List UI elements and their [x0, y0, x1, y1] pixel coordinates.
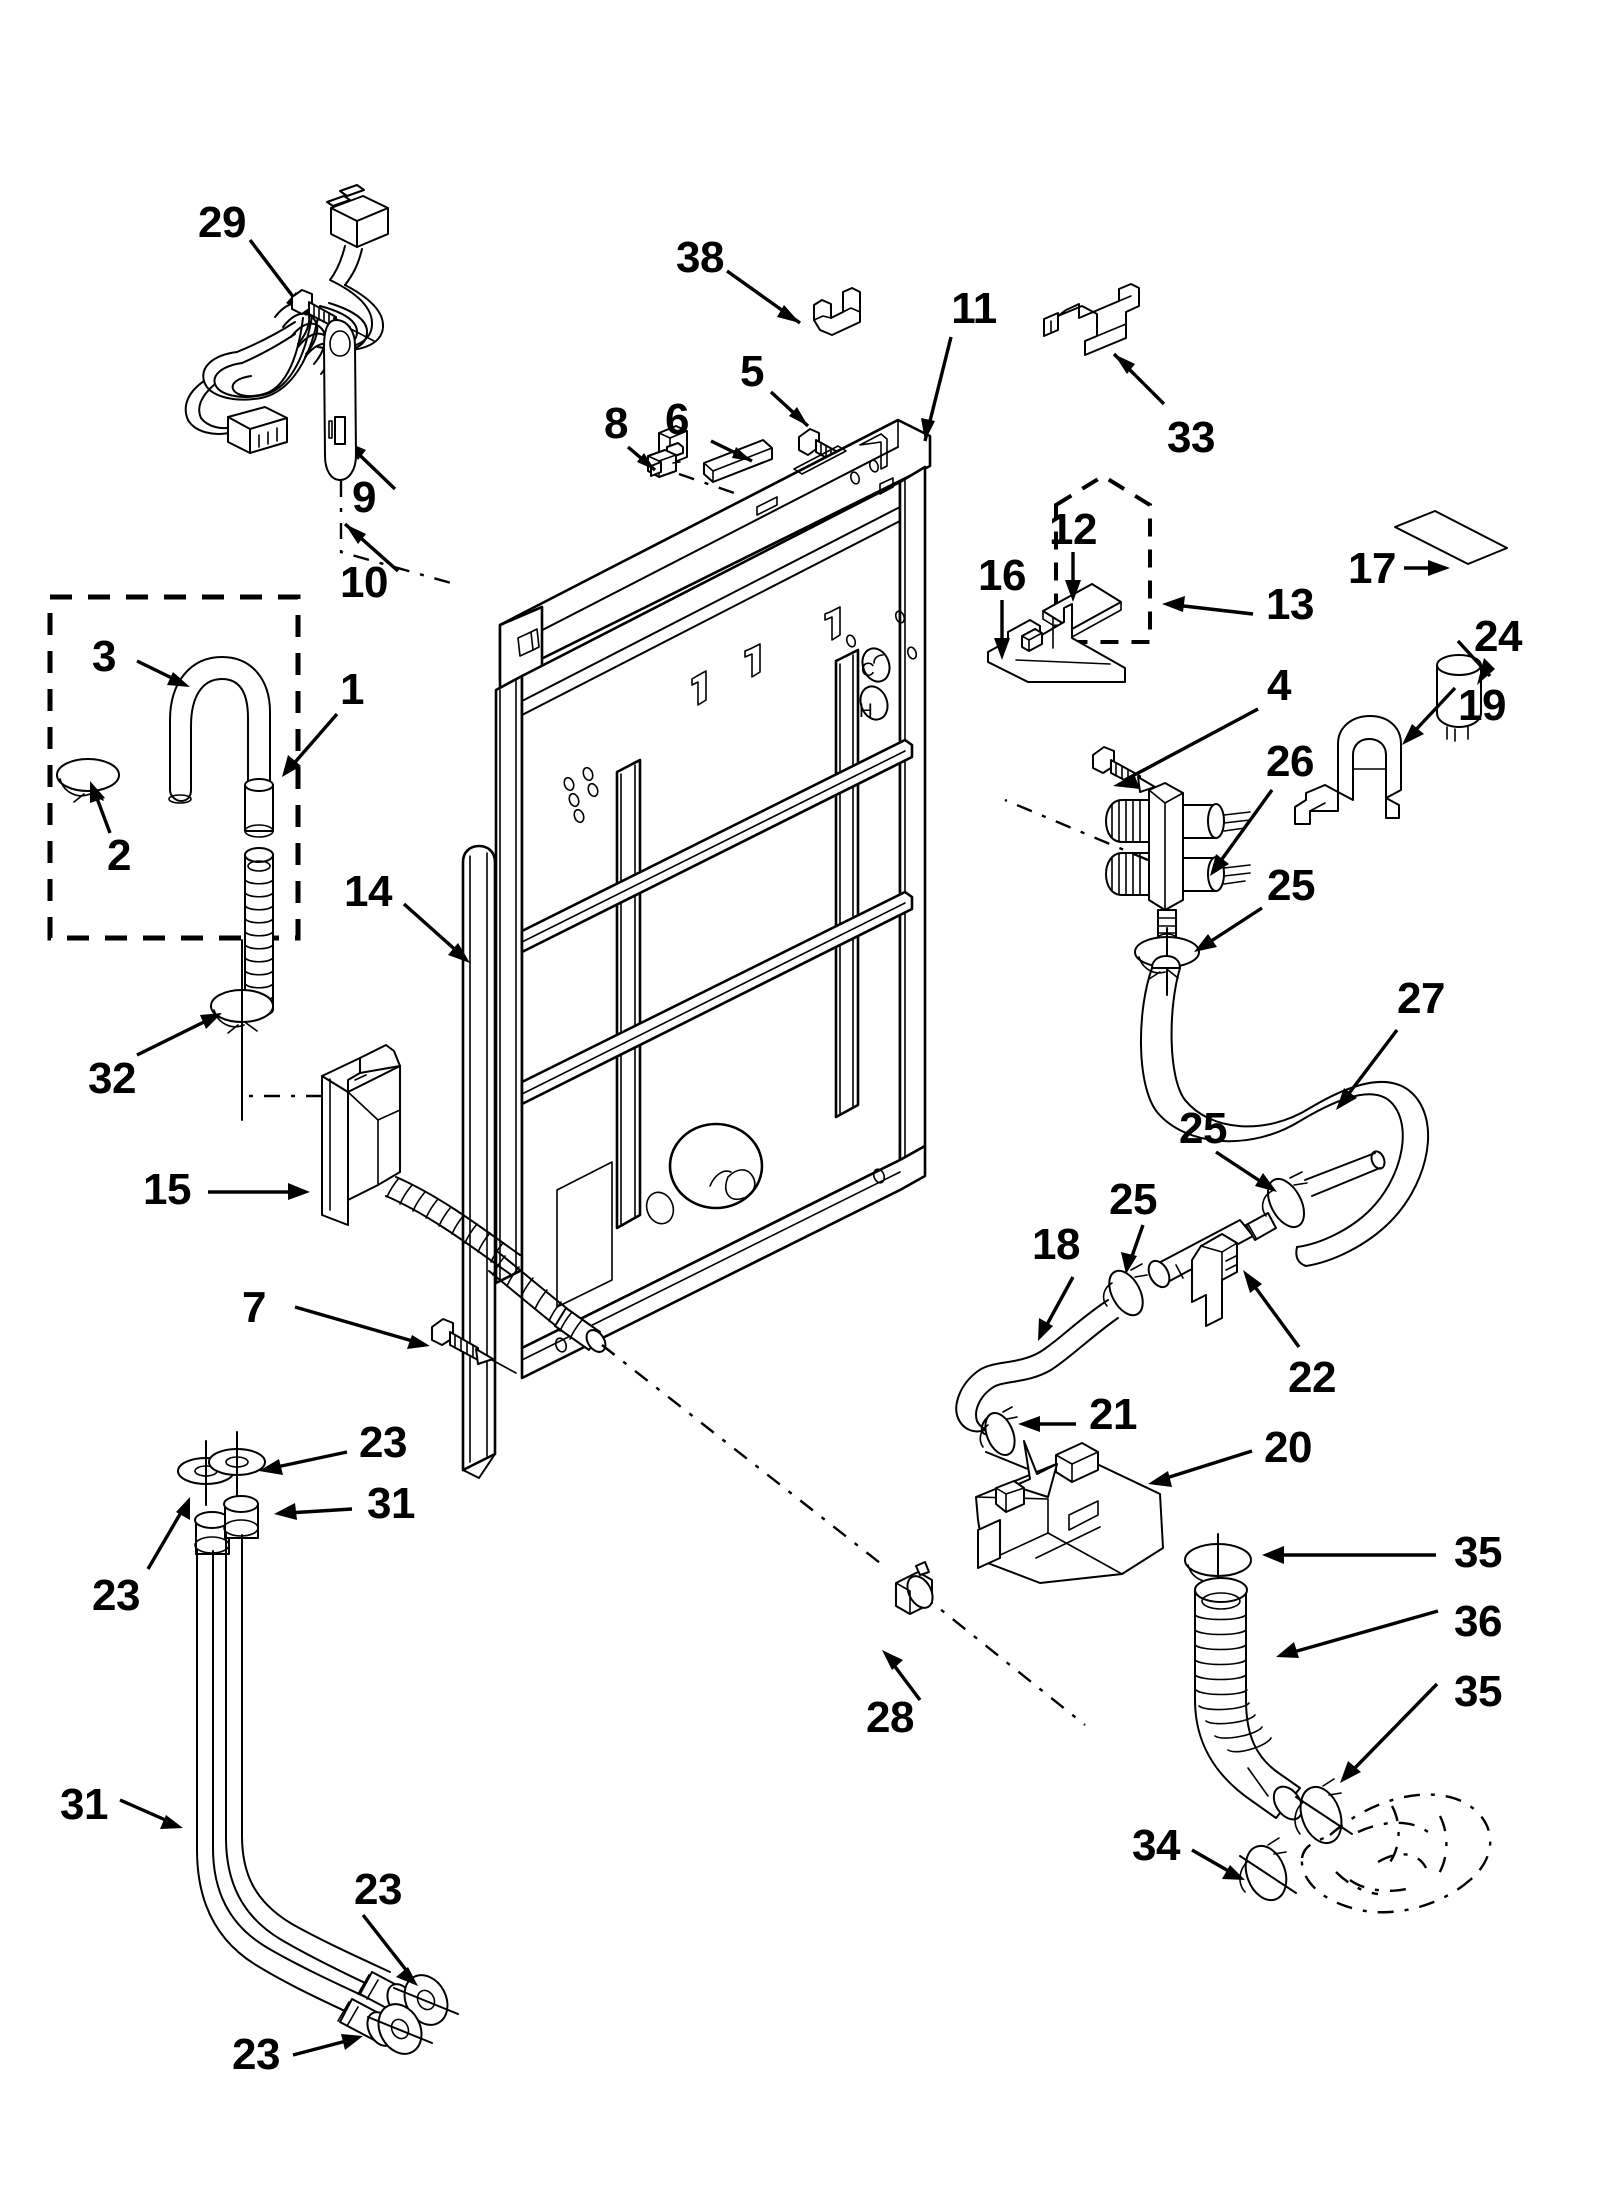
part-26-water-inlet-valve [1004, 782, 1274, 943]
part-38-retainer-clip [726, 269, 861, 336]
corrugated-hose-run [385, 1176, 1086, 1726]
callout-4[interactable]: 4 [1267, 661, 1291, 710]
part-8-switch [626, 425, 741, 497]
part-1-fill-hose-kit [47, 594, 339, 1017]
hose-stub-right [1304, 1150, 1386, 1197]
part-15-hose-guide-bracket [208, 1044, 401, 1226]
part-33-bracket [1043, 283, 1166, 406]
phantom-drum-outline [1300, 1793, 1492, 1914]
callout-35-b[interactable]: 35 [1454, 1667, 1502, 1716]
part-7-screw [294, 1305, 517, 1374]
part-25-hose-clamp-upper [1134, 906, 1263, 996]
callout-8[interactable]: 8 [604, 399, 628, 448]
callout-29[interactable]: 29 [198, 198, 246, 247]
callout-31-b[interactable]: 31 [60, 1780, 108, 1829]
part-25-hose-clamp-right [1215, 1150, 1308, 1229]
part-24-capacitor [1436, 639, 1495, 742]
callout-3[interactable]: 3 [92, 632, 116, 681]
panel-inlet-markings: C H [859, 660, 875, 722]
callout-34[interactable]: 34 [1132, 1821, 1180, 1870]
callout-33[interactable]: 33 [1167, 413, 1215, 462]
callout-12[interactable]: 12 [1049, 505, 1097, 554]
callout-19[interactable]: 19 [1458, 681, 1506, 730]
callout-2[interactable]: 2 [107, 831, 131, 880]
part-22-hose-tee [1147, 1212, 1301, 1349]
callout-7[interactable]: 7 [242, 1283, 266, 1332]
part-25-hose-clamp-left [1102, 1224, 1148, 1317]
part-6-channel-trim [703, 439, 773, 483]
part-11-rear-panel [494, 336, 953, 1380]
callout-5[interactable]: 5 [740, 347, 764, 396]
part-20-pump-bracket [975, 1440, 1253, 1584]
callout-23-b[interactable]: 23 [92, 1571, 140, 1620]
part-14-side-rail [402, 844, 497, 1479]
callout-26[interactable]: 26 [1266, 737, 1314, 786]
callout-18[interactable]: 18 [1032, 1220, 1080, 1269]
callout-6[interactable]: 6 [665, 395, 689, 444]
callout-13[interactable]: 13 [1266, 580, 1314, 629]
part-31-inlet-hoses [119, 1431, 459, 2057]
callout-16[interactable]: 16 [978, 551, 1026, 600]
callout-1[interactable]: 1 [340, 665, 364, 714]
callout-25-upper[interactable]: 25 [1267, 861, 1315, 910]
callout-15[interactable]: 15 [143, 1165, 191, 1214]
part-32-clamp [136, 939, 274, 1121]
callout-17[interactable]: 17 [1348, 544, 1396, 593]
callout-20[interactable]: 20 [1264, 1423, 1312, 1472]
callout-38[interactable]: 38 [676, 233, 724, 282]
callout-14[interactable]: 14 [344, 867, 392, 916]
part-4-screw [1092, 707, 1259, 793]
part-34-hose-clamp [1191, 1837, 1297, 1902]
part-17-label-plate [1394, 510, 1508, 576]
svg-text:H: H [859, 701, 873, 722]
callout-23-a[interactable]: 23 [359, 1418, 407, 1467]
part-13-lid-switch-assembly [987, 473, 1254, 683]
part-27-drain-hose [1139, 955, 1430, 1267]
callout-22[interactable]: 22 [1288, 1353, 1336, 1402]
part-10-latch-strike [323, 319, 452, 585]
callout-28[interactable]: 28 [866, 1693, 914, 1742]
callout-36[interactable]: 36 [1454, 1597, 1502, 1646]
callout-23-d[interactable]: 23 [232, 2030, 280, 2079]
svg-text:C: C [861, 660, 875, 681]
callout-9[interactable]: 9 [352, 473, 376, 522]
callout-32[interactable]: 32 [88, 1054, 136, 1103]
callout-35-a[interactable]: 35 [1454, 1528, 1502, 1577]
part-19-hose-clip [1294, 686, 1457, 825]
part-36-drain-hose-bellows [1184, 1533, 1439, 1845]
callout-25-right[interactable]: 25 [1179, 1104, 1227, 1153]
callout-23-c[interactable]: 23 [354, 1865, 402, 1914]
callout-21[interactable]: 21 [1089, 1390, 1137, 1439]
callout-25-left[interactable]: 25 [1109, 1175, 1157, 1224]
callout-24[interactable]: 24 [1474, 612, 1522, 661]
callout-11[interactable]: 11 [951, 284, 997, 333]
callout-31-a[interactable]: 31 [367, 1479, 415, 1528]
callout-10[interactable]: 10 [340, 558, 388, 607]
callout-27[interactable]: 27 [1397, 974, 1445, 1023]
part-28-hose-clamp [882, 1561, 934, 1702]
